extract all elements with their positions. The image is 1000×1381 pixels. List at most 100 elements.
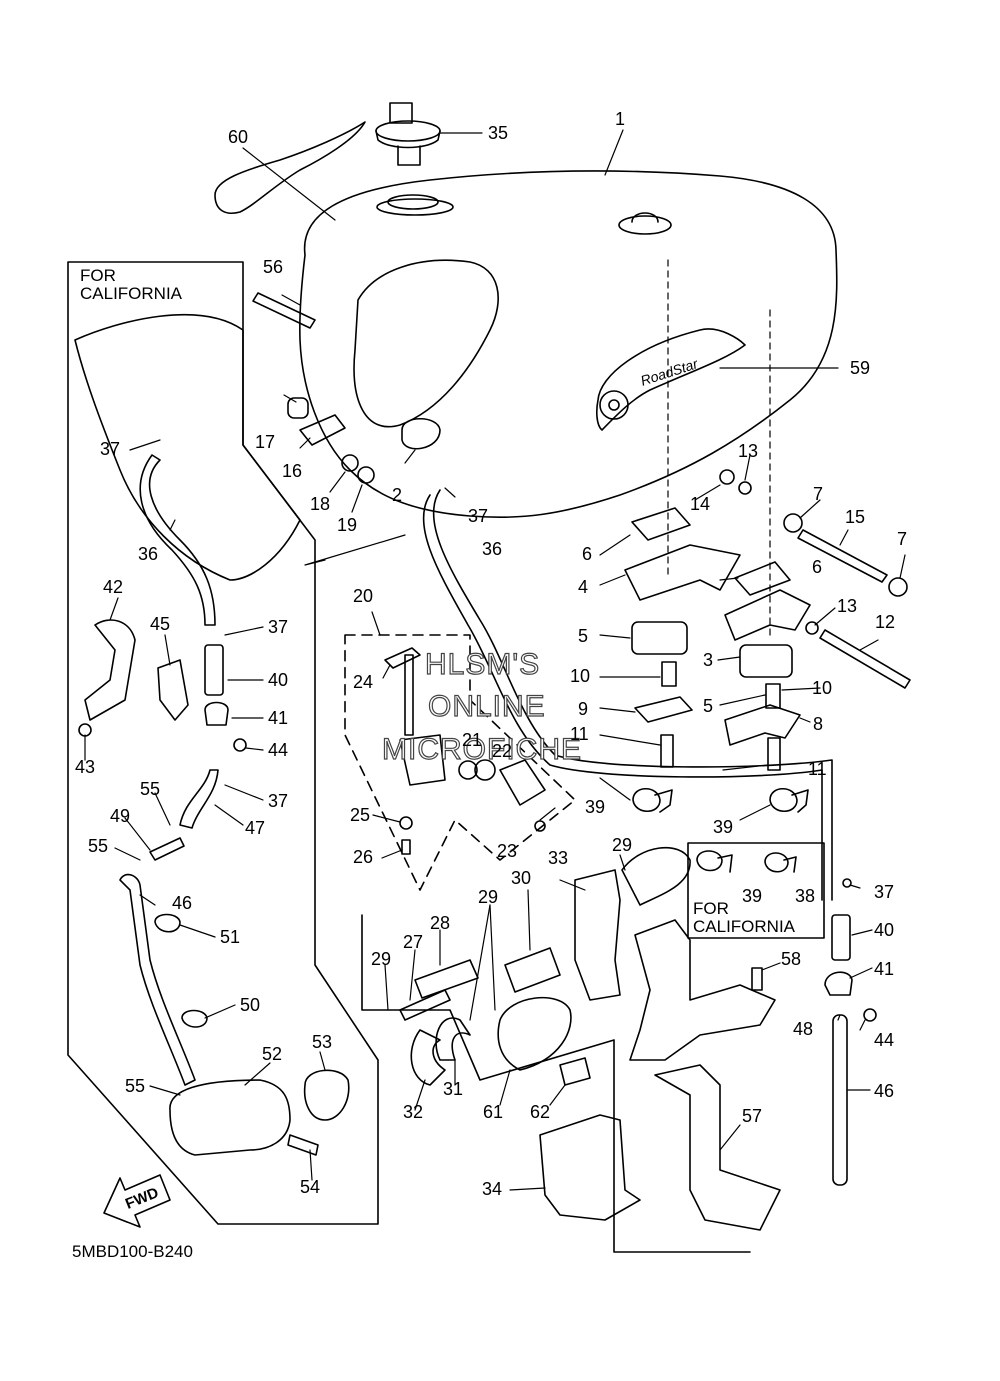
callout-37b: 37	[874, 882, 895, 902]
callout-37d: 37	[268, 617, 289, 637]
callout-34: 34	[482, 1179, 503, 1199]
callout-48: 48	[793, 1019, 814, 1039]
fitting-49	[149, 837, 185, 861]
callout-5a: 5	[578, 626, 589, 646]
tank-filler-ring	[376, 198, 454, 216]
callout-28: 28	[430, 913, 451, 933]
damper-5a	[631, 621, 688, 655]
callout-30: 30	[511, 868, 532, 888]
callout-55c: 55	[125, 1076, 146, 1096]
callout-41b: 41	[874, 959, 895, 979]
callout-37a: 37	[468, 506, 489, 526]
callout-37e: 37	[268, 791, 289, 811]
bracket-45	[157, 659, 189, 721]
callout-52: 52	[262, 1044, 283, 1064]
fuel-hose-right	[432, 489, 833, 901]
washer-25	[399, 816, 413, 830]
california-box-title: FOR CALIFORNIA	[80, 266, 183, 303]
callout-57: 57	[742, 1106, 763, 1126]
callout-55b: 55	[88, 836, 109, 856]
short-hose	[252, 292, 316, 329]
bolt-11a	[660, 734, 674, 768]
clamp-39c	[696, 850, 733, 873]
callout-49: 49	[110, 806, 131, 826]
callout-7a: 7	[813, 484, 824, 504]
bolt-44b	[863, 1008, 877, 1022]
callout-55a: 55	[140, 779, 161, 799]
callout-14: 14	[690, 494, 711, 514]
hose-36-left	[139, 454, 216, 626]
callout-29a: 29	[612, 835, 633, 855]
collar-10a	[661, 661, 677, 687]
bracket-4	[624, 544, 741, 601]
clamp-41b	[824, 971, 853, 996]
callout-25: 25	[350, 805, 371, 825]
callout-24: 24	[353, 672, 374, 692]
fuel-cap	[375, 102, 441, 166]
damper-5b	[739, 644, 793, 678]
callout-27: 27	[403, 932, 424, 952]
nut-19	[357, 466, 375, 484]
plate-6b	[734, 561, 791, 596]
hose-31	[435, 1017, 471, 1061]
callout-60: 60	[228, 127, 249, 147]
fuel-pump-61	[497, 996, 572, 1071]
bolt-58	[751, 967, 763, 991]
callout-51: 51	[220, 927, 241, 947]
callout-31: 31	[443, 1079, 464, 1099]
callout-46b: 46	[874, 1081, 895, 1101]
collar-10b	[765, 683, 781, 709]
watermark-line-2: ONLINE	[427, 689, 546, 723]
cover-34	[539, 1114, 641, 1221]
bolt-54	[287, 1134, 319, 1156]
callout-45: 45	[150, 614, 171, 634]
clip-62	[559, 1057, 591, 1086]
callout-11a: 11	[570, 724, 589, 744]
stay-bracket	[629, 919, 776, 1061]
callout-42: 42	[103, 577, 124, 597]
canister-tank-outline	[74, 313, 301, 581]
callout-50: 50	[240, 995, 261, 1015]
callout-22: 22	[492, 741, 513, 761]
washer-7b	[888, 577, 908, 597]
callout-61: 61	[483, 1102, 504, 1122]
filter-30	[504, 947, 561, 993]
emblem-text: RoadStar	[639, 355, 701, 389]
bolt-12	[819, 629, 911, 689]
callout-15: 15	[845, 507, 866, 527]
plate-6a	[631, 507, 691, 541]
callout-35: 35	[488, 123, 509, 143]
callout-4: 4	[578, 577, 589, 597]
callout-40b: 40	[874, 920, 895, 940]
bolt-11b	[767, 737, 781, 771]
hose-32	[410, 1029, 446, 1086]
callout-44a: 44	[268, 740, 289, 760]
callout-10a: 10	[570, 666, 591, 686]
callout-5b: 5	[703, 696, 714, 716]
callout-16: 16	[282, 461, 303, 481]
clamp-39a	[632, 787, 673, 813]
hose-27	[399, 989, 451, 1021]
fwd-arrow	[103, 1174, 171, 1228]
diagram-code: 5MBD100-B240	[72, 1242, 193, 1261]
petcock	[384, 647, 546, 832]
california-box-outline	[67, 261, 379, 1225]
callout-47: 47	[245, 818, 266, 838]
callout-44b: 44	[874, 1030, 895, 1050]
callout-21: 21	[462, 730, 483, 750]
cover-53	[303, 1069, 350, 1121]
clip-37e	[842, 878, 852, 888]
connector-40b	[831, 914, 851, 961]
cap-gasket	[387, 194, 439, 210]
callout-12: 12	[875, 612, 896, 632]
washer-13b	[805, 621, 819, 635]
clamp-51	[154, 913, 181, 933]
callout-20: 20	[353, 586, 374, 606]
fuel-hose-right-inner	[422, 494, 823, 901]
callout-36a: 36	[482, 539, 503, 559]
leader-lines	[84, 129, 906, 1191]
callout-40a: 40	[268, 670, 289, 690]
callout-39b: 39	[713, 817, 734, 837]
callout-46a: 46	[172, 893, 193, 913]
